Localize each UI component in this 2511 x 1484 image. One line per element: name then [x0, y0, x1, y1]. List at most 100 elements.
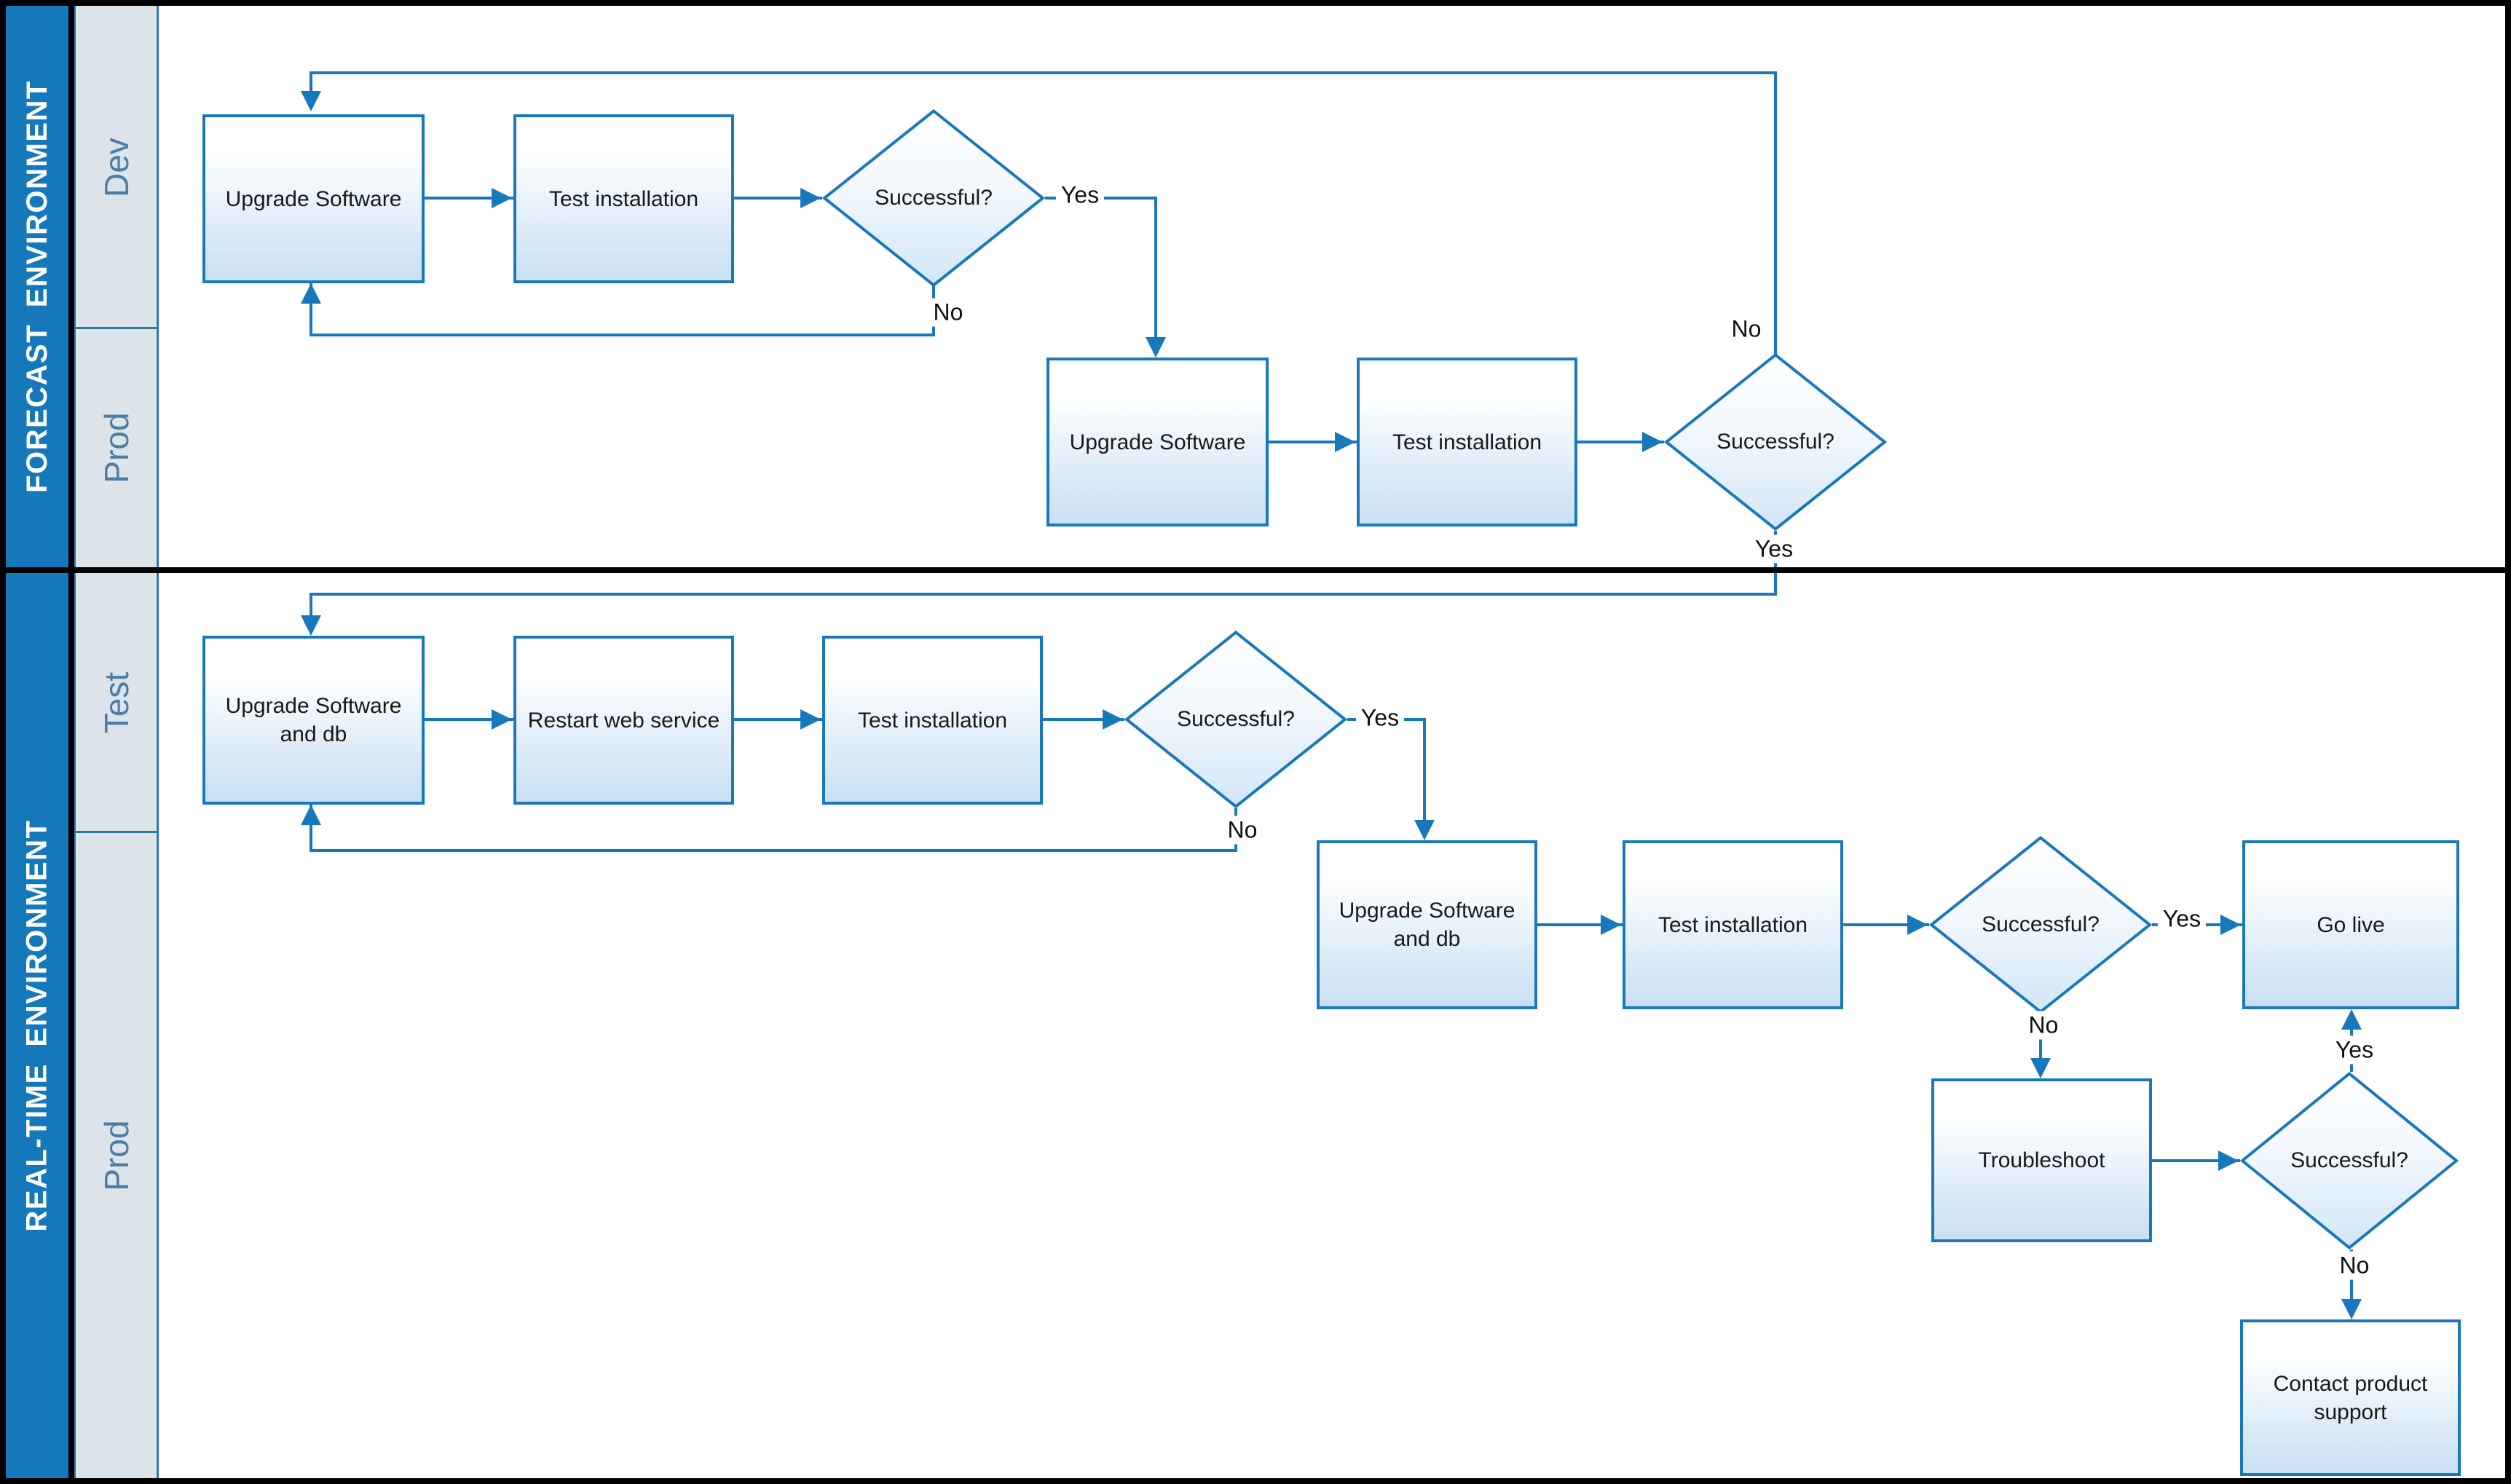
arrowhead-rprod-decision: [1907, 915, 1928, 935]
node-label: Upgrade Software: [225, 186, 402, 211]
node-label: Test installation: [548, 186, 699, 211]
decision-successful-troubleshoot: Successful?: [2240, 1072, 2459, 1250]
node-troubleshoot: Troubleshoot: [1931, 1078, 2152, 1242]
forecast-environment-title: FORECAST ENVIRONMENT: [20, 80, 53, 493]
lane-label-test: Test: [98, 671, 135, 734]
realtime-lane-divider: [74, 831, 159, 833]
diamond-shape: [822, 109, 1045, 287]
arrowhead-fdev-upgrade-bottom: [301, 283, 321, 304]
band-separator-line: [68, 0, 74, 1484]
realtime-environment-title: REAL-TIME ENVIRONMENT: [20, 819, 53, 1232]
node-label: Contact product support: [2273, 1371, 2428, 1424]
edge-fprod-no-h: [310, 71, 1775, 74]
realtime-lane-gutter: [74, 573, 159, 1478]
arrowhead-rtest-restart: [492, 709, 512, 730]
forecast-environment-band: FORECAST ENVIRONMENT: [6, 6, 68, 567]
edge-fdev-no-h: [310, 333, 934, 336]
section-divider: [0, 567, 2511, 573]
node-upgrade-software-forecast-prod: Upgrade Software: [1046, 358, 1269, 526]
realtime-environment-band: REAL-TIME ENVIRONMENT: [6, 573, 68, 1478]
edge-fdev-no-return-v: [310, 283, 312, 336]
edge-label-yes: Yes: [2157, 904, 2207, 934]
node-test-installation-forecast-prod: Test installation: [1357, 358, 1577, 526]
decision-label: Successful?: [1716, 430, 1834, 454]
edge-troubleshoot-to-decision: [2152, 1159, 2240, 1162]
decision-successful-realtime-test: Successful?: [1124, 631, 1347, 808]
lane-label-prod-forecast: Prod: [98, 412, 135, 484]
decision-label: Successful?: [875, 186, 993, 210]
decision-label: Successful?: [1177, 707, 1295, 731]
arrowhead-contact-top: [2341, 1299, 2362, 1319]
arrowhead-golive-left: [2220, 915, 2241, 935]
arrowhead-fprod-decision: [1642, 432, 1663, 452]
edge-fprod-yes-h: [310, 593, 1775, 596]
arrowhead-rtest-decision: [1103, 709, 1123, 730]
node-upgrade-software-forecast-dev: Upgrade Software: [202, 114, 425, 283]
forecast-lane-divider: [74, 327, 159, 329]
decision-successful-forecast-prod: Successful?: [1664, 353, 1887, 531]
node-go-live: Go live: [2242, 840, 2459, 1009]
edge-rtest-no-return-v: [310, 805, 312, 850]
edge-fprod-yes-v: [1774, 531, 1777, 596]
edge-rtest-install-to-decision: [1043, 718, 1124, 721]
edge-rprod-upgrade-to-test: [1537, 923, 1623, 926]
node-label: Troubleshoot: [1978, 1148, 2105, 1172]
edge-rtest-no-h: [310, 849, 1236, 852]
diamond-shape: [1664, 353, 1887, 531]
arrowhead-rtest-upgrade-bottom: [301, 805, 321, 825]
edge-label-no: No: [2334, 1251, 2375, 1280]
edge-label-yes: Yes: [1749, 534, 1799, 564]
lane-label-dev: Dev: [98, 138, 135, 197]
edge-fprod-upgrade-to-test: [1269, 441, 1357, 443]
arrowhead-fprod-test: [1335, 432, 1355, 452]
diamond-shape: [2240, 1072, 2459, 1250]
node-test-installation-realtime-prod: Test installation: [1623, 840, 1843, 1009]
edge-fdev-upgrade-to-test: [425, 197, 513, 200]
decision-successful-realtime-prod: Successful?: [1929, 836, 2152, 1014]
edge-label-no: No: [928, 298, 969, 327]
decision-label: Successful?: [1982, 912, 2100, 936]
node-label: Upgrade Software and db: [225, 694, 402, 746]
edge-label-yes: Yes: [1355, 703, 1405, 733]
edge-fprod-yes-drop-v: [310, 593, 312, 620]
lane-label-prod-realtime: Prod: [98, 1120, 135, 1191]
decision-label: Successful?: [2290, 1148, 2408, 1172]
edge-rtest-yes-v: [1423, 718, 1426, 820]
decision-successful-forecast-dev: Successful?: [822, 109, 1045, 287]
arrowhead-rprod-test: [1601, 915, 1621, 935]
arrowhead-fdev-test: [492, 188, 512, 208]
edge-rtest-upgrade-to-restart: [425, 718, 513, 721]
forecast-lane-gutter: [74, 6, 159, 567]
node-label: Test installation: [1392, 430, 1542, 454]
node-label: Upgrade Software: [1069, 430, 1246, 454]
arrowhead-fdev-upgrade-top: [301, 91, 321, 111]
node-label: Upgrade Software and db: [1339, 899, 1515, 951]
arrowhead-troubleshoot-top: [2030, 1058, 2051, 1078]
node-restart-web-service: Restart web service: [513, 636, 734, 805]
diamond-shape: [1124, 631, 1347, 808]
node-label: Test installation: [1657, 912, 1808, 937]
arrowhead-rprod-upgrade-top: [1414, 820, 1435, 840]
edge-label-no: No: [2023, 1011, 2064, 1040]
node-upgrade-software-db-realtime-test: Upgrade Software and db: [202, 636, 425, 805]
node-test-installation-realtime-test: Test installation: [822, 636, 1043, 805]
arrowhead-rtest-upgrade-top: [301, 615, 321, 636]
edge-label-yes: Yes: [2330, 1035, 2379, 1065]
arrowhead-fprod-upgrade: [1146, 337, 1166, 358]
arrowhead-decision2-left: [2218, 1151, 2239, 1171]
edge-fdev-test-to-decision: [734, 197, 822, 200]
arrowhead-golive-bottom: [2341, 1009, 2362, 1030]
node-test-installation-forecast-dev: Test installation: [513, 114, 734, 283]
arrowhead-fdev-decision: [800, 188, 821, 208]
edge-rtest-restart-to-install: [734, 718, 822, 721]
node-label: Restart web service: [527, 708, 720, 733]
edge-label-yes: Yes: [1055, 181, 1105, 210]
edge-label-no: No: [1726, 315, 1767, 344]
edge-fdev-yes-v: [1154, 197, 1157, 339]
edge-fprod-test-to-decision: [1577, 441, 1664, 443]
node-label: Go live: [2317, 912, 2385, 937]
node-contact-product-support: Contact product support: [2240, 1319, 2461, 1476]
node-label: Test installation: [857, 708, 1008, 733]
arrowhead-rtest-install: [800, 709, 821, 730]
